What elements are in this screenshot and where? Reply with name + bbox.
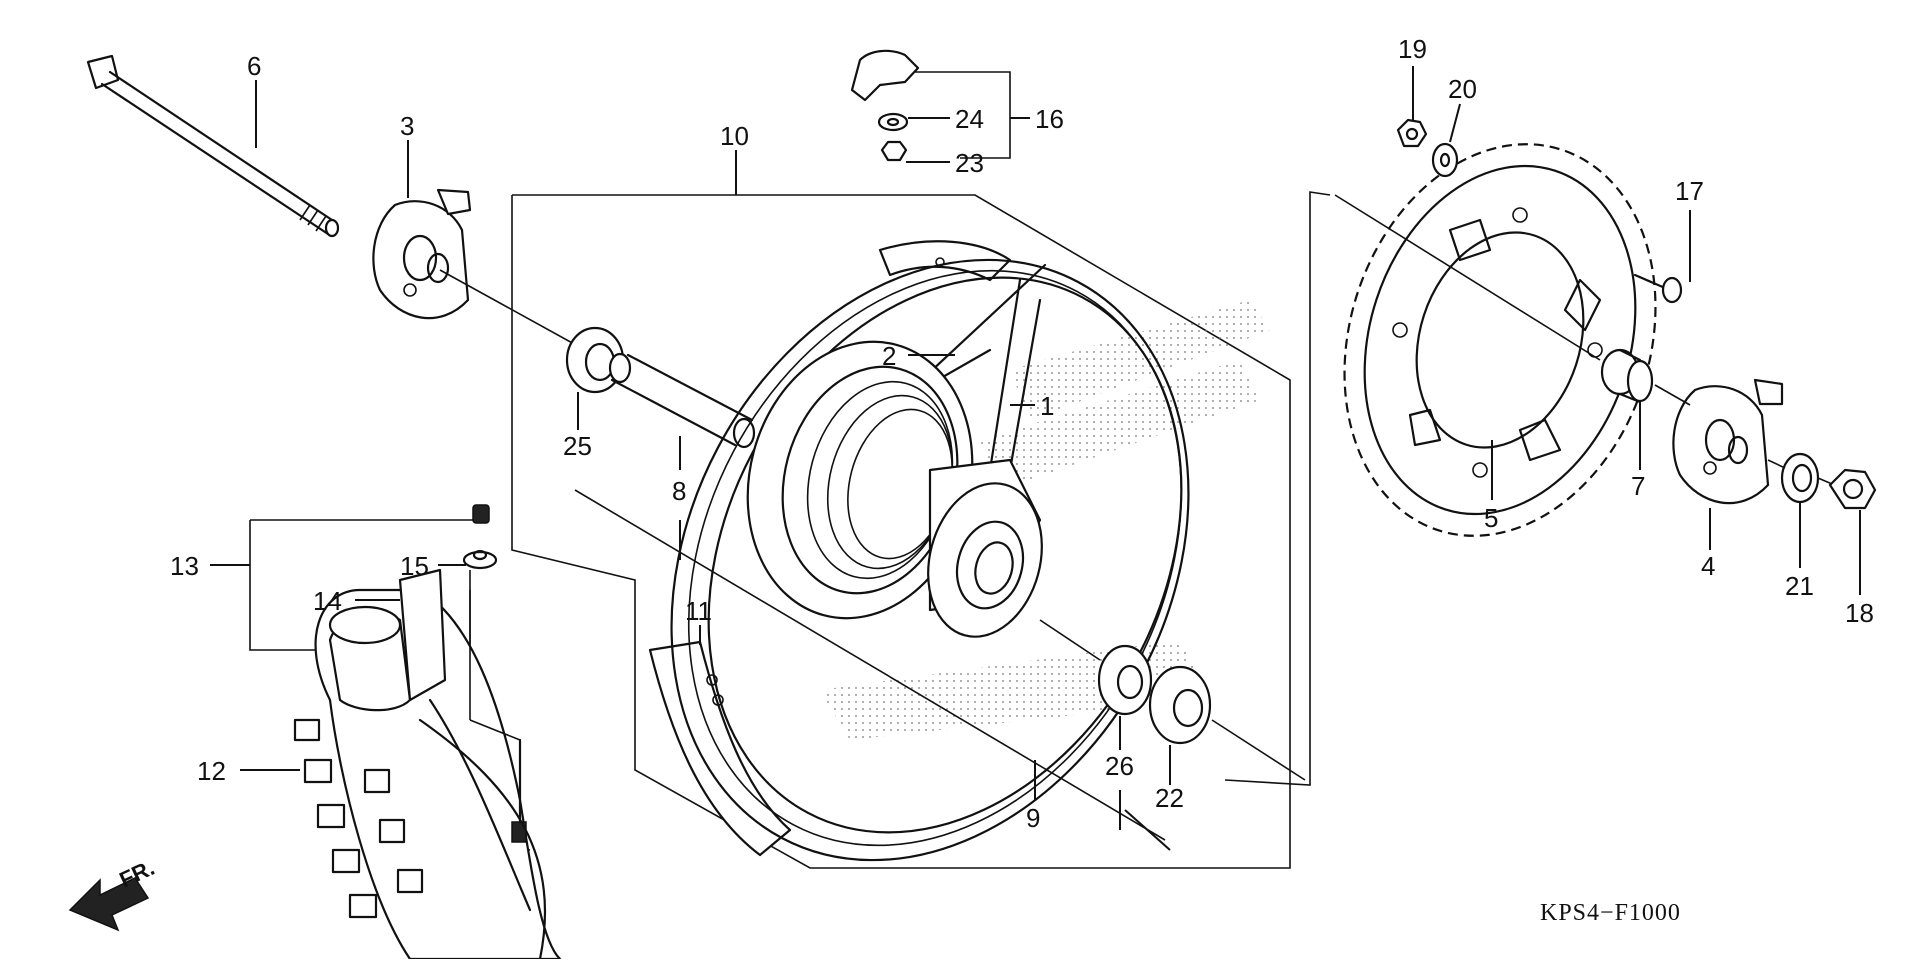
callout-24: 24 [955, 104, 984, 134]
tire-inner-arc [418, 718, 547, 959]
callout-22: 22 [1155, 783, 1184, 813]
callout-17: 17 [1675, 176, 1704, 206]
callout-16: 16 [1035, 104, 1064, 134]
callout-15: 15 [400, 551, 429, 581]
callout-13: 13 [170, 551, 199, 581]
sprocket-nut[interactable] [1396, 118, 1428, 148]
leader-3-line [439, 269, 586, 351]
valve-assembly[interactable] [850, 49, 920, 162]
callout-4: 4 [1701, 551, 1715, 581]
callout-23: 23 [955, 148, 984, 178]
right-bearing-inner[interactable] [1097, 644, 1153, 716]
callout-7: 7 [1631, 471, 1645, 501]
callout-12: 12 [197, 756, 226, 786]
callout-9: 9 [1026, 803, 1040, 833]
callout-labels: 1 2 3 4 5 6 7 8 9 10 11 12 13 14 15 16 1… [170, 34, 1874, 833]
callout-11: 11 [685, 596, 712, 626]
callout-2: 2 [882, 341, 896, 371]
valve-stem[interactable] [469, 570, 527, 843]
brake-shoe-lower[interactable] [648, 640, 792, 857]
axle-washer[interactable] [1780, 452, 1820, 504]
drawing-code: KPS4−F1000 [1540, 900, 1681, 926]
right-bearing-outer[interactable] [1148, 665, 1212, 745]
front-direction-arrow: FR. [68, 855, 158, 932]
inner-tube[interactable] [328, 568, 447, 712]
axle-nut[interactable] [1828, 468, 1877, 510]
callout-14: 14 [313, 586, 342, 616]
rim-valve-nut[interactable] [462, 549, 498, 570]
callout-26: 26 [1105, 751, 1134, 781]
axle-spacer[interactable] [608, 352, 756, 449]
callout-19: 19 [1398, 34, 1427, 64]
callout-20: 20 [1448, 74, 1477, 104]
right-chain-adjuster[interactable] [1672, 378, 1784, 505]
callout-21: 21 [1785, 571, 1814, 601]
callout-10: 10 [720, 121, 749, 151]
callout-3: 3 [400, 111, 414, 141]
callout-5: 5 [1484, 503, 1498, 533]
callout-leaders [210, 66, 1861, 851]
callout-1: 1 [1040, 391, 1054, 421]
valve-cap[interactable] [472, 504, 490, 524]
callout-6: 6 [247, 51, 261, 81]
left-chain-adjuster[interactable] [372, 188, 472, 320]
sprocket-washer[interactable] [1431, 142, 1459, 178]
callout-25: 25 [563, 431, 592, 461]
sprocket-side-collar[interactable] [1600, 348, 1654, 404]
rear-hub[interactable] [718, 316, 1059, 649]
assembly-outline [249, 71, 1331, 869]
sprocket-bolt[interactable] [1633, 273, 1683, 304]
callout-18: 18 [1845, 598, 1874, 628]
axle[interactable] [86, 54, 340, 238]
driven-sprocket[interactable] [1296, 103, 1705, 576]
callout-8: 8 [672, 476, 686, 506]
